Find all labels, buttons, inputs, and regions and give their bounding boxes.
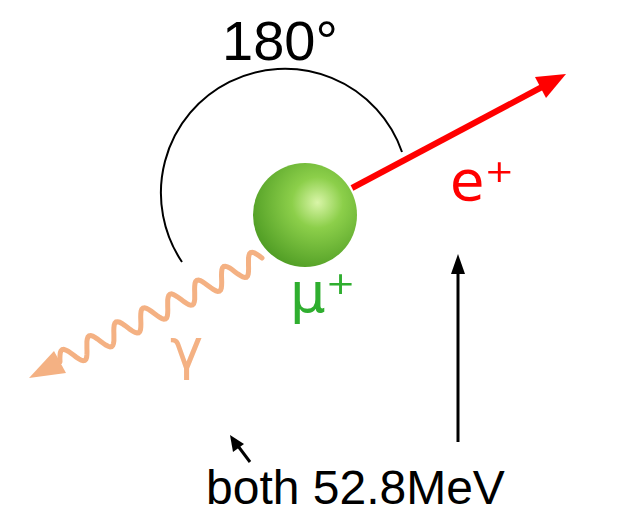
muon-sphere: [253, 163, 357, 267]
leader-arrowhead: [451, 254, 465, 274]
photon-arrowhead: [29, 351, 66, 378]
leader-line: [457, 272, 460, 442]
particle-label: e⁺: [450, 150, 514, 212]
leader-arrowhead: [230, 435, 244, 452]
angle-label: 180°: [222, 10, 338, 72]
particle-label: γ: [170, 318, 203, 380]
positron-arrowhead: [535, 74, 566, 98]
particle-label: μ⁺: [290, 262, 355, 324]
energy-note: both 52.8MeV: [206, 462, 505, 515]
leader-line: [238, 446, 250, 462]
photon-wave: [60, 252, 262, 362]
